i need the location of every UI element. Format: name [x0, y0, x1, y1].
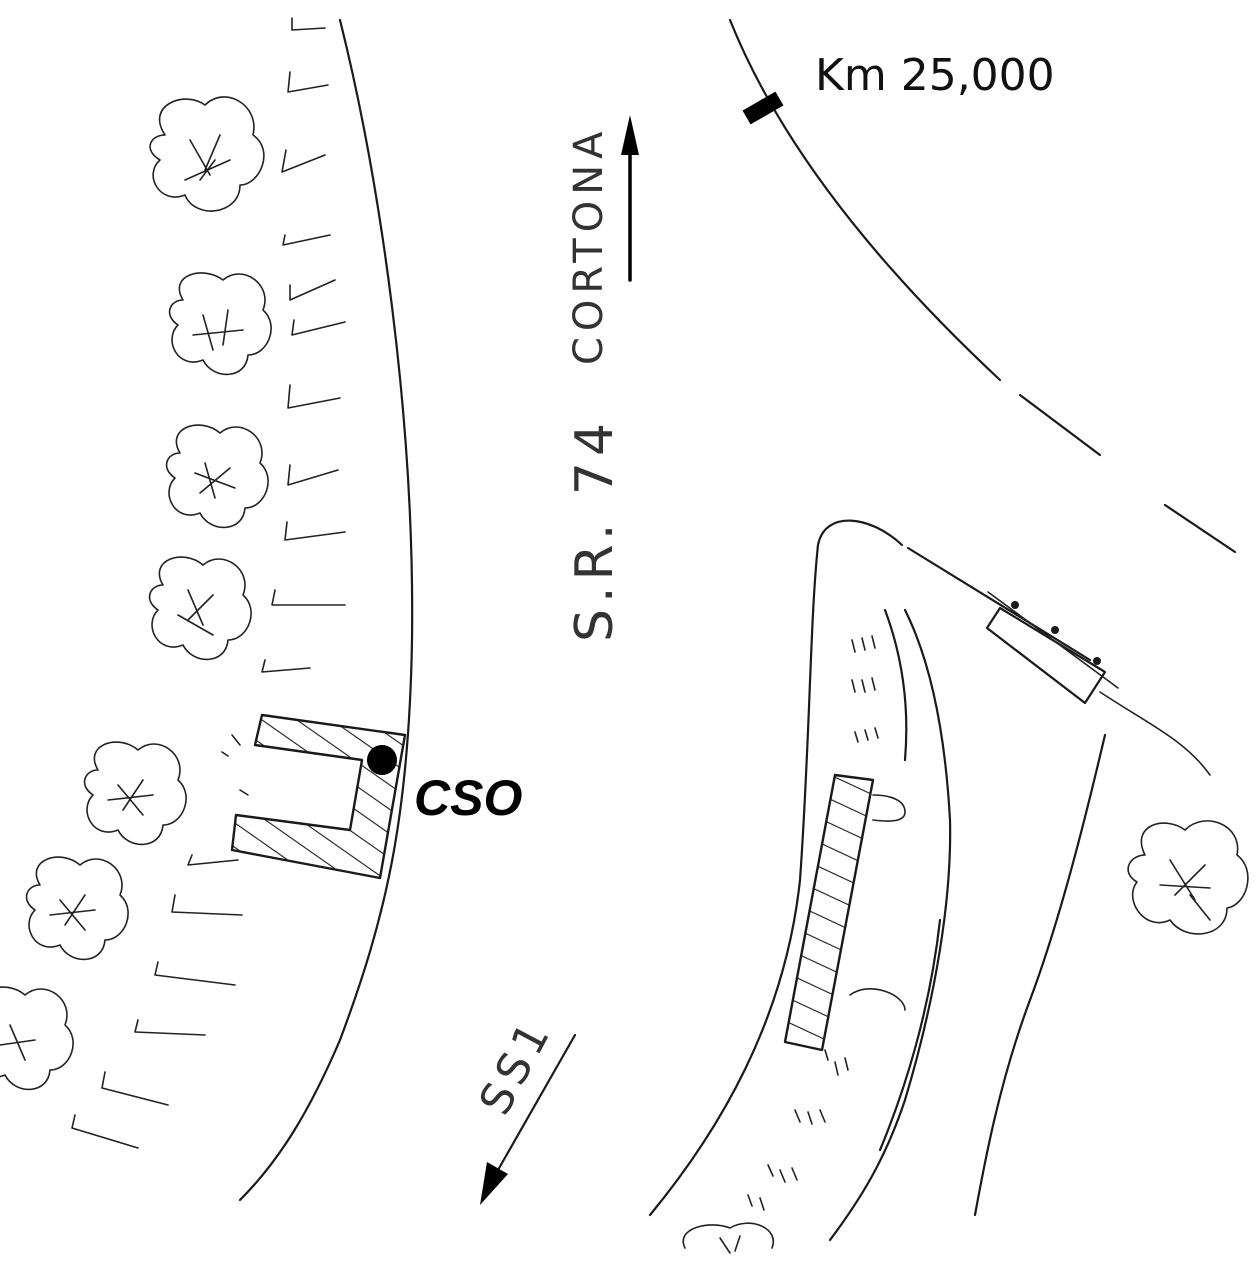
- traffic-island: [648, 519, 1092, 1217]
- tree-icon: [83, 741, 187, 846]
- point-marker-icon: [367, 745, 397, 775]
- tree-icon: [149, 96, 265, 212]
- point-label: CSO: [414, 770, 522, 826]
- hatched-block: [783, 773, 906, 1052]
- island-inner-lines: [828, 608, 1107, 1242]
- tree-icon: [25, 856, 129, 961]
- shelter-structure: [985, 591, 1211, 776]
- hatched-structure: [221, 713, 407, 880]
- road-edge-right-upper: [728, 18, 1237, 554]
- tree-icon: [682, 1222, 775, 1254]
- road-edge-left: [238, 18, 414, 1202]
- direction-north-label: CORTONA: [566, 126, 612, 366]
- tree-icon: [0, 986, 74, 1091]
- direction-south-label: SS1: [470, 1009, 563, 1123]
- direction-arrow-icon-north: [621, 115, 639, 282]
- tree-icon: [165, 424, 269, 529]
- road-name-label: S.R. 74: [565, 417, 625, 642]
- tree-icon: [1127, 820, 1249, 935]
- tree-icon: [168, 272, 272, 376]
- tree-icon: [148, 556, 252, 661]
- grass-marks-island: [747, 635, 879, 1211]
- grass-marks-left: [71, 17, 346, 1149]
- km-marker-label: Km 25,000: [815, 50, 1055, 101]
- direction-arrow-icon-south: [480, 1033, 577, 1205]
- km-marker-icon: [742, 91, 784, 125]
